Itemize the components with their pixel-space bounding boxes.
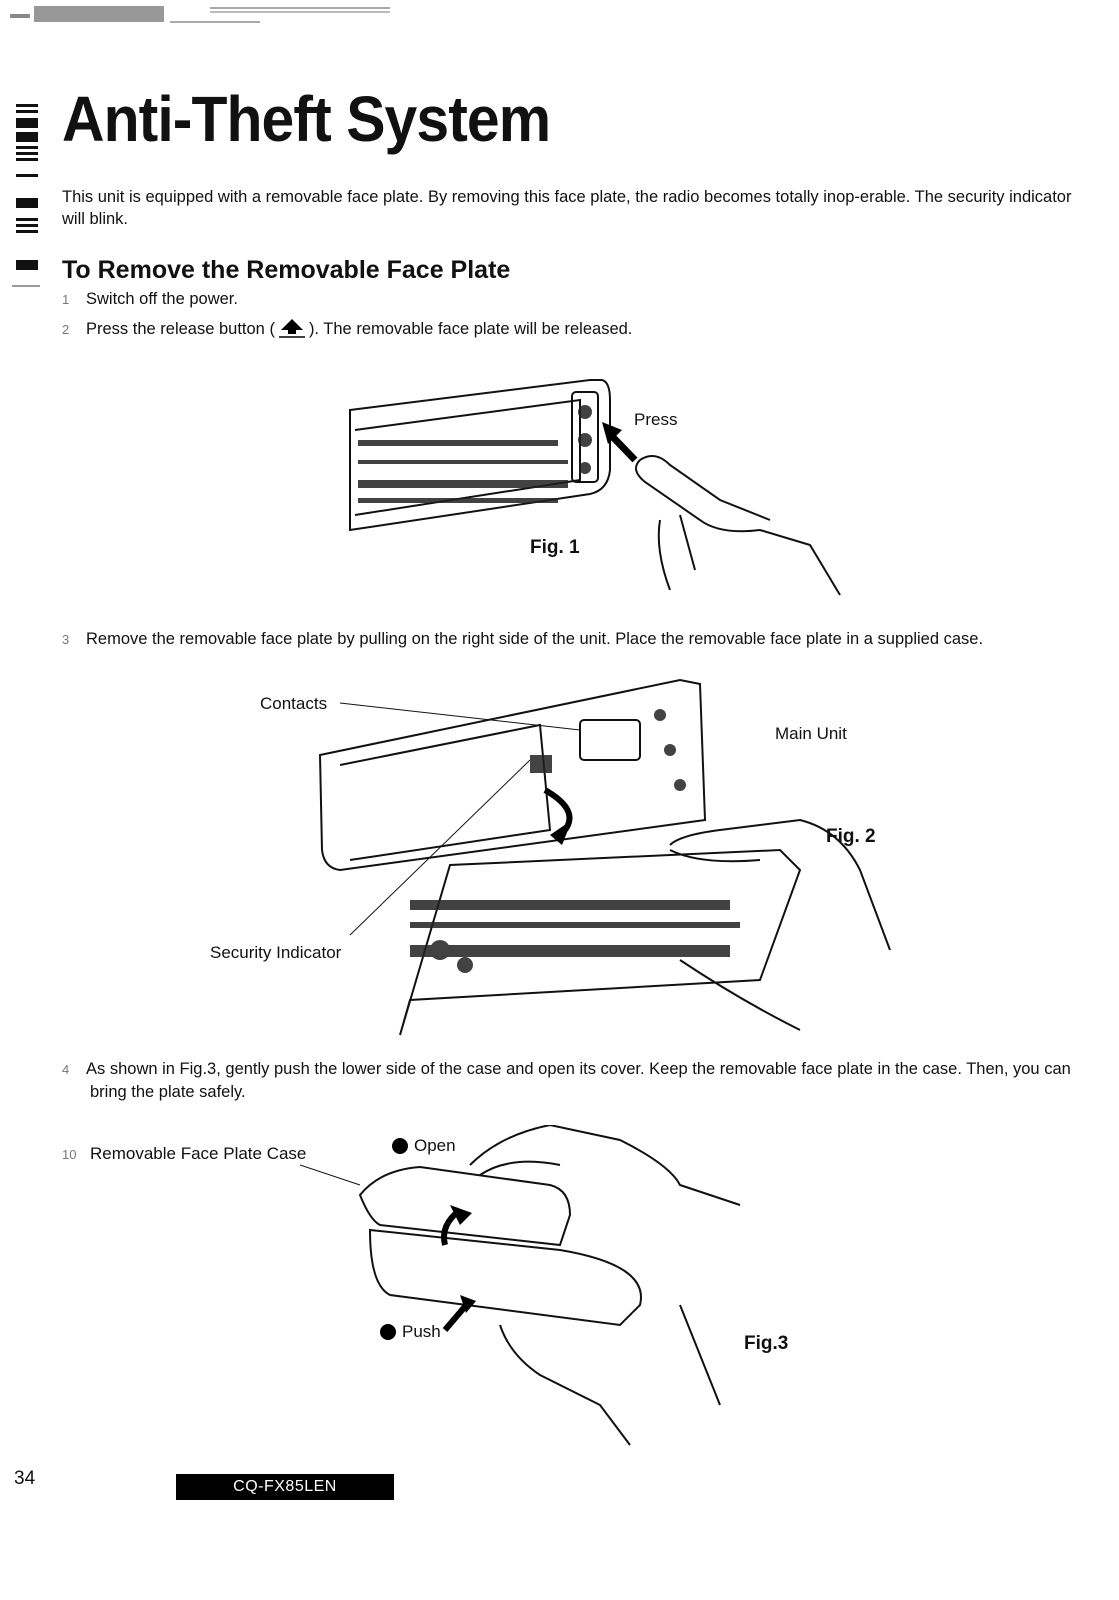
step-number: 1 xyxy=(62,292,70,307)
step-4: 4 As shown in Fig.3, gently push the lowe… xyxy=(62,1058,1072,1103)
case-number: 10 xyxy=(62,1147,77,1162)
step-number: 2 xyxy=(62,322,70,337)
step-text: Switch off the power. xyxy=(86,290,238,308)
contacts-label: Contacts xyxy=(260,694,328,713)
security-indicator-label: Security Indicator xyxy=(210,943,342,962)
main-unit-label: Main Unit xyxy=(775,724,847,743)
release-button-icon xyxy=(278,319,305,338)
radio-unit-press-illustration xyxy=(349,379,841,596)
step-2: 2 Press the release button ( ). The remova… xyxy=(62,317,632,341)
step-1: 1 Switch off the power. xyxy=(62,288,238,311)
model-number-badge: CQ-FX85LEN xyxy=(176,1474,394,1500)
press-label: Press xyxy=(634,410,678,429)
case-label-row: 10 Removable Face Plate Case xyxy=(62,1144,306,1164)
open-label: Open xyxy=(414,1136,456,1155)
case-label: Removable Face Plate Case xyxy=(90,1144,307,1163)
page-title: Anti-Theft System xyxy=(62,83,551,155)
language-tab-markers xyxy=(12,104,40,287)
face-plate-case-illustration xyxy=(300,1125,741,1446)
step-text: As shown in Fig.3, gently push the lower… xyxy=(86,1060,1071,1101)
open-label-row: Open xyxy=(392,1136,456,1156)
push-label-row: Push xyxy=(380,1322,441,1342)
section-heading: To Remove the Removable Face Plate xyxy=(62,256,511,284)
page-number: 34 xyxy=(14,1468,36,1489)
bullet-dot-icon xyxy=(380,1324,396,1340)
step-text-before: Press the release button ( xyxy=(86,320,275,338)
step-3: 3 Remove the removable face plate by pull… xyxy=(62,628,1072,651)
scan-artifact xyxy=(10,6,390,23)
face-plate-removal-illustration xyxy=(318,678,891,1036)
push-label: Push xyxy=(402,1322,441,1341)
bullet-dot-icon xyxy=(392,1138,408,1154)
step-text-after: ). The removable face plate will be rele… xyxy=(308,320,633,338)
figure-3-caption: Fig.3 xyxy=(744,1333,789,1354)
figure-1-caption: Fig. 1 xyxy=(530,537,580,558)
step-text: Remove the removable face plate by pulli… xyxy=(86,630,984,648)
intro-paragraph: This unit is equipped with a removable f… xyxy=(62,188,1072,228)
step-number: 3 xyxy=(62,632,70,647)
figure-2-caption: Fig. 2 xyxy=(826,826,876,847)
step-number: 4 xyxy=(62,1062,70,1077)
